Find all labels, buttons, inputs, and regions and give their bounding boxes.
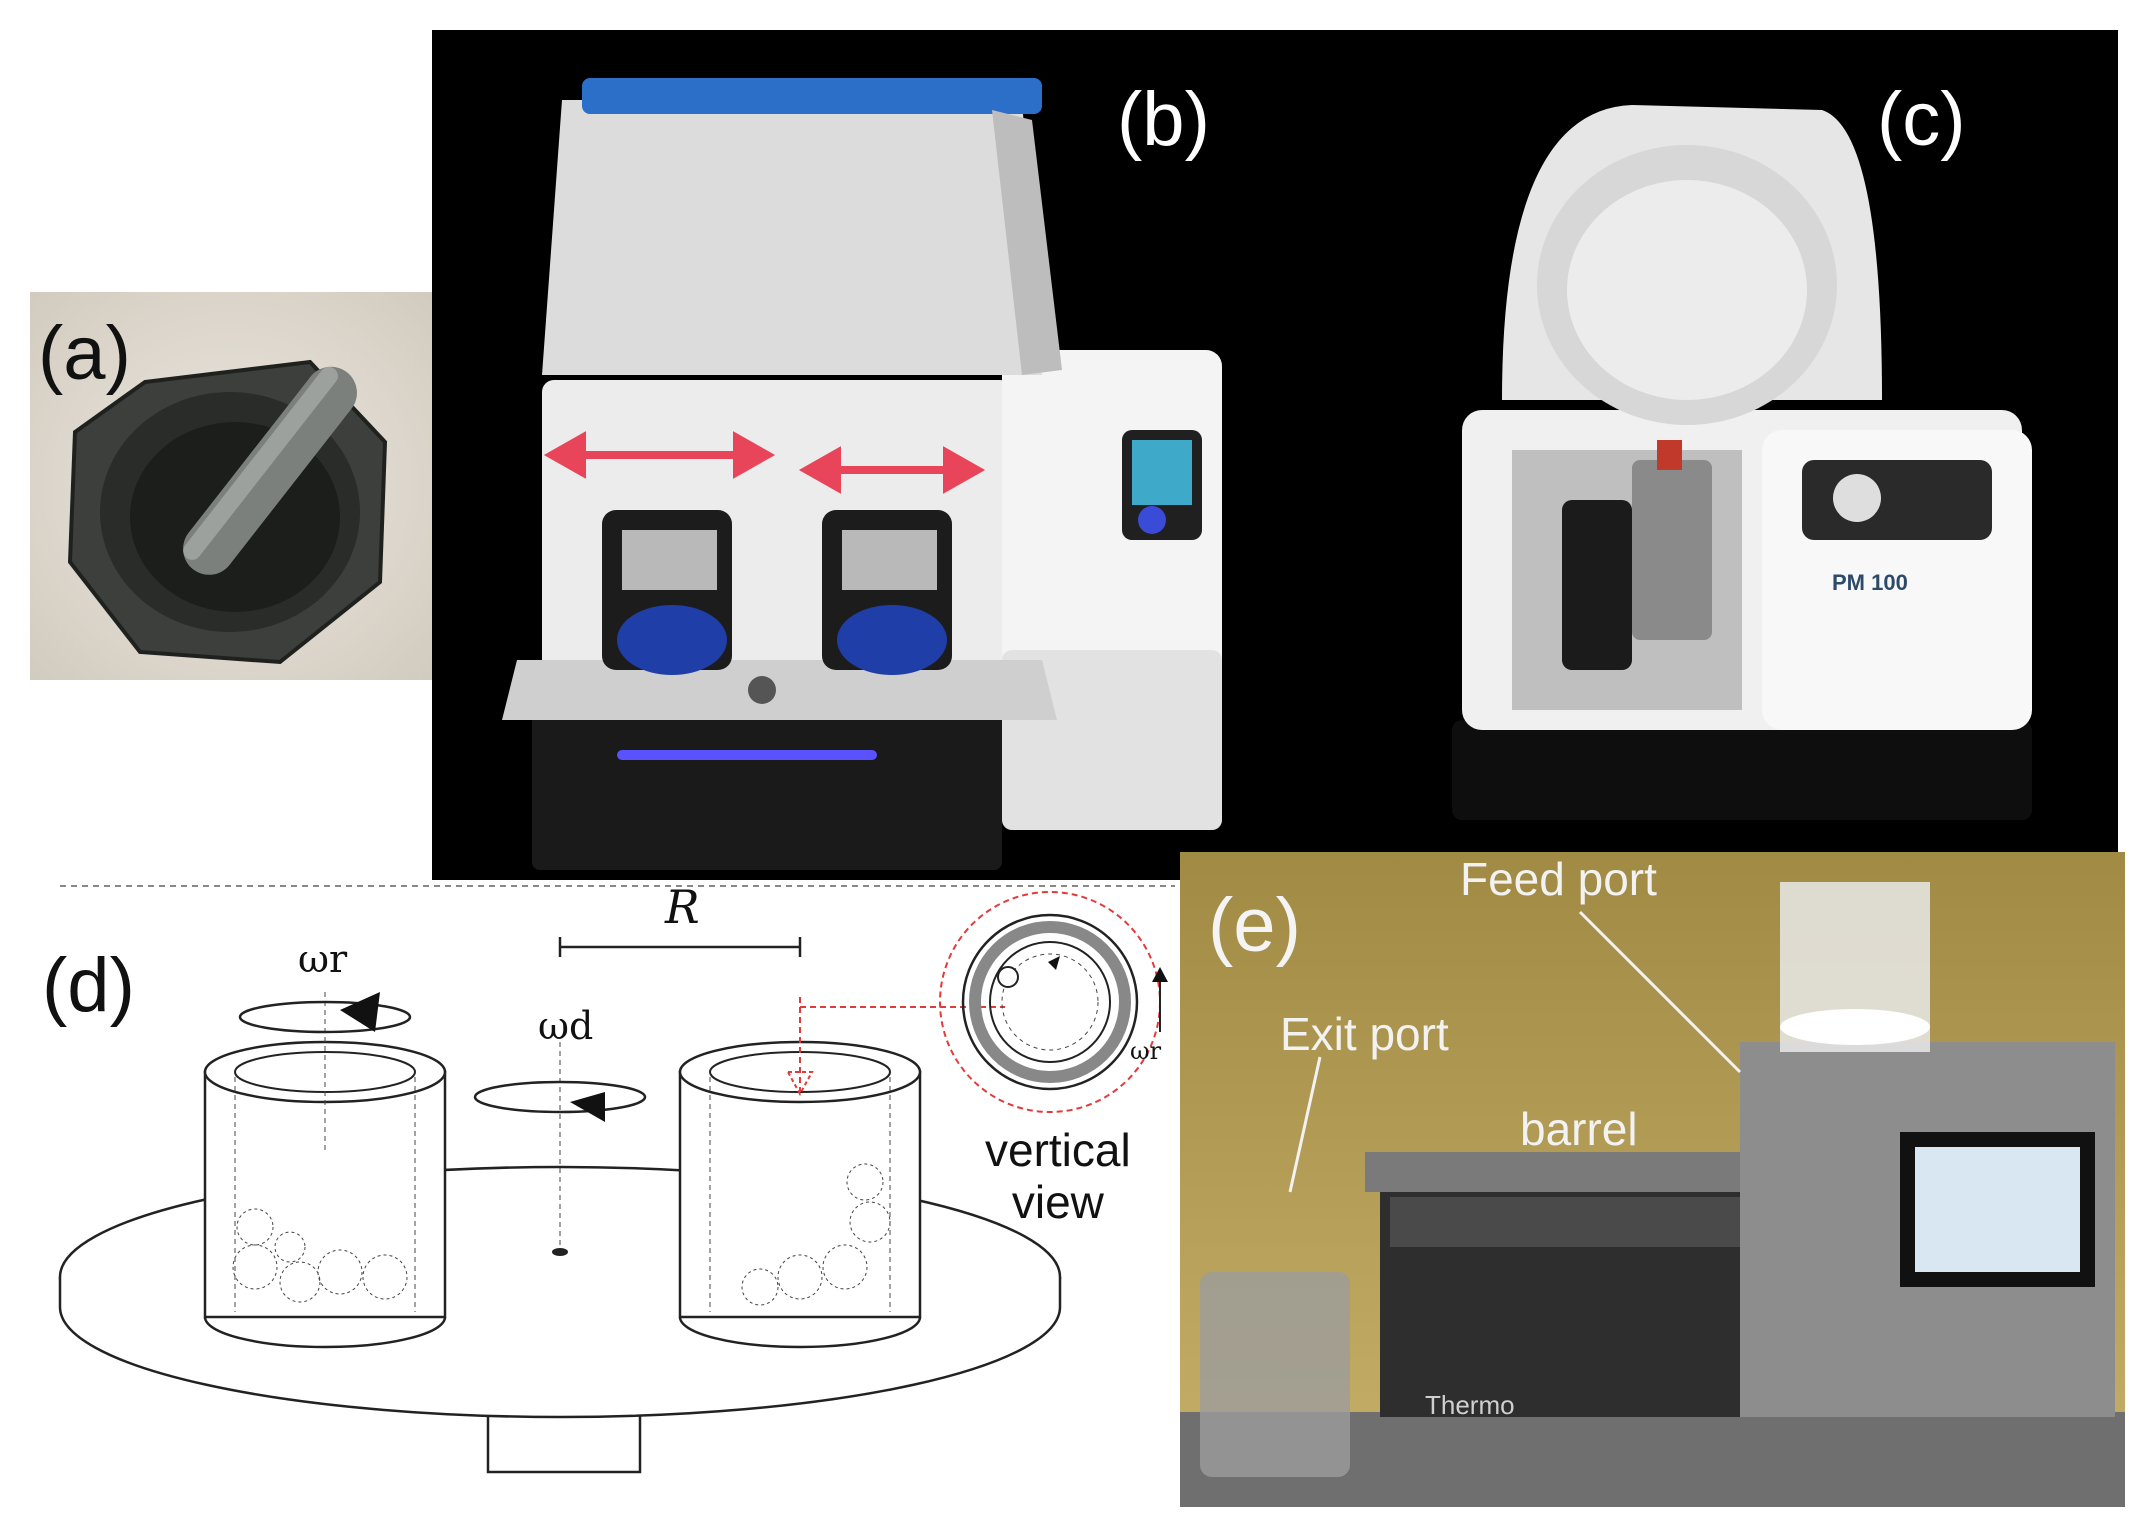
model-badge: PM 100: [1832, 570, 1908, 595]
panel-d-diagram: (d) R ωr ωd ωr vertical view: [0, 882, 1180, 1482]
panel-d-label: (d): [42, 943, 135, 1028]
vertical-view-line1: vertical: [985, 1124, 1131, 1176]
vertical-view-caption: vertical view: [985, 1124, 1131, 1228]
double-arrow-right: [798, 446, 986, 494]
feed-port-label: Feed port: [1460, 853, 1657, 905]
schematic-diagram: [58, 885, 1175, 1474]
omega-d-label: ωd: [538, 1004, 594, 1048]
thermo-brand-text: Thermo: [1425, 1390, 1515, 1420]
radius-label: R: [665, 882, 700, 934]
exit-port-label: Exit port: [1280, 1008, 1449, 1060]
panel-a-photo: (a): [30, 292, 432, 680]
omega-r-small-label: ωr: [1130, 1037, 1162, 1065]
panel-e-photo: (e) Feed port Exit port barrel Thermo: [1180, 852, 2125, 1507]
omega-r-arrow: [340, 992, 380, 1032]
omega-r-label: ωr: [298, 937, 348, 981]
barrel-label: barrel: [1520, 1103, 1638, 1155]
panel-e-label: (e): [1208, 883, 1301, 968]
vertical-view-line2: view: [1011, 1176, 1104, 1228]
extruder-illustration: [1180, 852, 2125, 1507]
panel-a-label: (a): [38, 311, 131, 396]
panel-b-photo: (b): [432, 30, 1302, 880]
planetary-mill-illustration: [1452, 105, 2032, 820]
mixer-mill-illustration: [502, 78, 1222, 870]
panel-c-photo: (c) PM 100: [1302, 30, 2118, 852]
panel-c-label: (c): [1877, 77, 1966, 162]
double-arrow-left: [543, 431, 776, 479]
mortar-pestle-illustration: [30, 292, 432, 680]
panel-b-label: (b): [1117, 77, 1210, 162]
omega-d-arrow: [570, 1092, 605, 1122]
